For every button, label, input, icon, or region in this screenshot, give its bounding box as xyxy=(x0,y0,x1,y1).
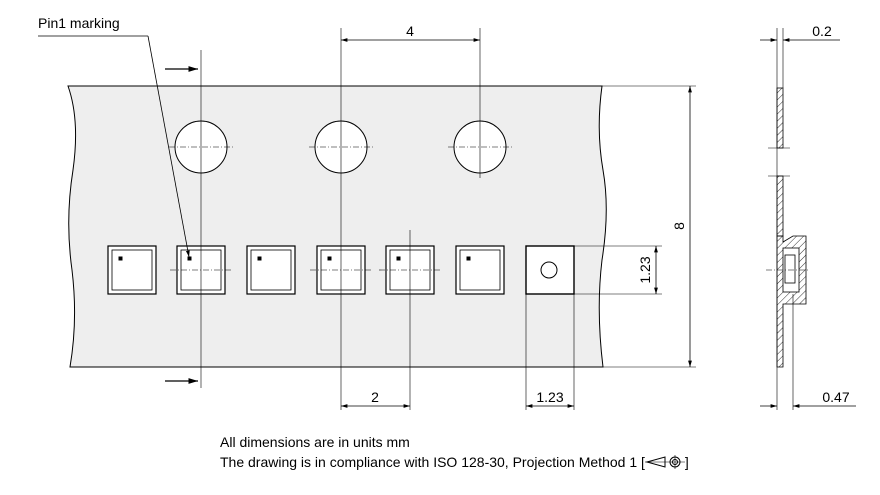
section-arrows xyxy=(165,66,198,384)
dim-pocket-pitch-label: 2 xyxy=(371,389,379,405)
dim-pocket-width-label: 1.23 xyxy=(536,389,563,405)
dim-pocket-depth: 0.47 xyxy=(760,389,856,408)
dim-hole-pitch: 4 xyxy=(341,23,480,42)
pocket xyxy=(455,245,505,295)
dim-pocket-height-label: 1.23 xyxy=(637,256,653,283)
pin1-leader: Pin1 marking xyxy=(38,15,190,258)
center-lines xyxy=(169,28,696,410)
dim-tape-width: 8 xyxy=(671,86,692,367)
side-section-view xyxy=(766,28,808,410)
dim-pocket-height: 1.23 xyxy=(637,246,658,294)
iso-note: The drawing is in compliance with ISO 12… xyxy=(220,454,689,470)
pocket xyxy=(107,245,157,295)
dim-tape-thickness-label: 0.2 xyxy=(812,23,832,39)
dim-tape-width-label: 8 xyxy=(671,222,687,230)
dim-pocket-width: 1.23 xyxy=(526,389,574,408)
pin1-marking-label: Pin1 marking xyxy=(38,15,120,31)
dim-pocket-pitch: 2 xyxy=(341,389,410,408)
dim-pocket-depth-label: 0.47 xyxy=(822,389,849,405)
units-note: All dimensions are in units mm xyxy=(220,434,410,450)
projection-method-icon xyxy=(644,455,685,469)
dim-hole-pitch-label: 4 xyxy=(406,23,414,39)
dim-tape-thickness: 0.2 xyxy=(760,23,840,42)
iso-note-text: The drawing is in compliance with ISO 12… xyxy=(220,454,645,470)
iso-note-end: ] xyxy=(684,454,689,470)
pocket xyxy=(246,245,296,295)
empty-pocket xyxy=(525,245,575,295)
